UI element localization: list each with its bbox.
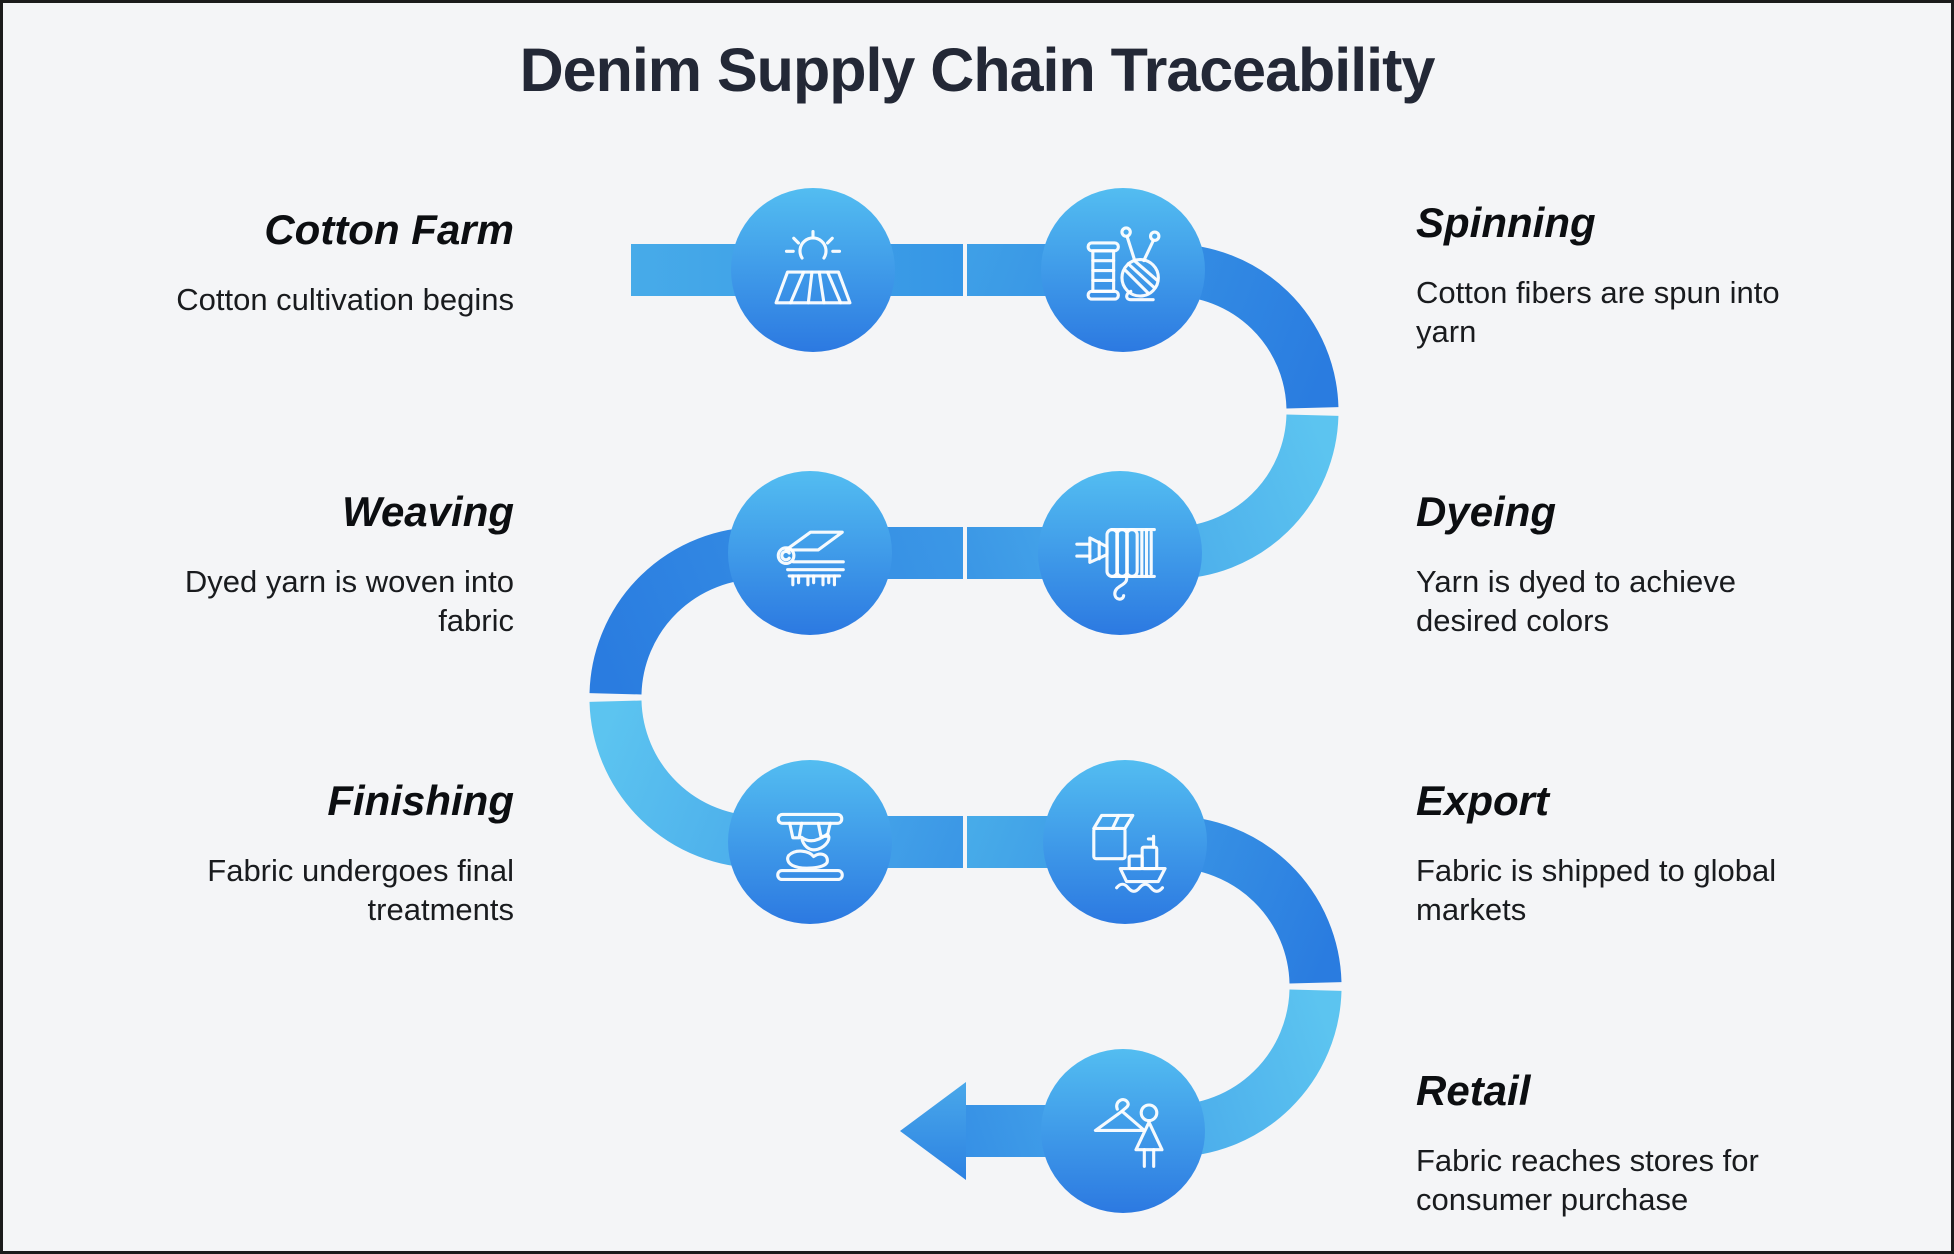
step-text-retail: Retail Fabric reaches stores for consume… <box>1416 1067 1876 1219</box>
node-weaving <box>728 471 892 635</box>
step-title: Dyeing <box>1416 488 1557 535</box>
step-text-cotton-farm: Cotton Farm Cotton cultivation begins <box>54 206 514 319</box>
step-title: Spinning <box>1416 199 1596 246</box>
step-title: Finishing <box>327 777 514 824</box>
step-text-weaving: Weaving Dyed yarn is woven into fabric <box>54 488 514 640</box>
step-icons <box>774 226 1167 1168</box>
node-cotton-farm <box>731 188 895 352</box>
fabric-roll-loom-icon <box>776 530 845 587</box>
step-title: Export <box>1416 777 1550 824</box>
step-description: Dyed yarn is woven into fabric <box>184 564 514 638</box>
page-title: Denim Supply Chain Traceability <box>519 36 1436 104</box>
node-dyeing <box>1038 471 1202 635</box>
step-description: Fabric is shipped to global markets <box>1416 853 1777 927</box>
step-description: Cotton fibers are spun into yarn <box>1416 275 1780 349</box>
step-text-spinning: Spinning Cotton fibers are spun into yar… <box>1416 199 1876 351</box>
step-description: Cotton cultivation begins <box>176 282 514 317</box>
step-nodes <box>728 188 1207 1213</box>
step-text-dyeing: Dyeing Yarn is dyed to achieve desired c… <box>1416 488 1876 640</box>
spool-yarn-icon <box>1086 226 1161 302</box>
hanger-shopper-icon <box>1093 1098 1164 1168</box>
step-description: Yarn is dyed to achieve desired colors <box>1416 564 1736 638</box>
step-title: Cotton Farm <box>264 206 514 253</box>
step-description: Fabric reaches stores for consumer purch… <box>1416 1143 1759 1217</box>
step-text-export: Export Fabric is shipped to global marke… <box>1416 777 1876 929</box>
step-title: Weaving <box>342 488 514 535</box>
box-ship-icon <box>1092 813 1167 893</box>
sun-field-icon <box>774 229 852 305</box>
step-title: Retail <box>1416 1067 1531 1114</box>
flow-arrowhead <box>900 1082 966 1180</box>
fabric-press-icon <box>776 812 844 881</box>
yarn-dye-icon <box>1075 528 1156 601</box>
supply-chain-flow-diagram <box>589 188 1342 1213</box>
flow-band <box>589 244 1342 1157</box>
step-description: Fabric undergoes final treatments <box>207 853 514 927</box>
step-text-finishing: Finishing Fabric undergoes final treatme… <box>54 777 514 929</box>
